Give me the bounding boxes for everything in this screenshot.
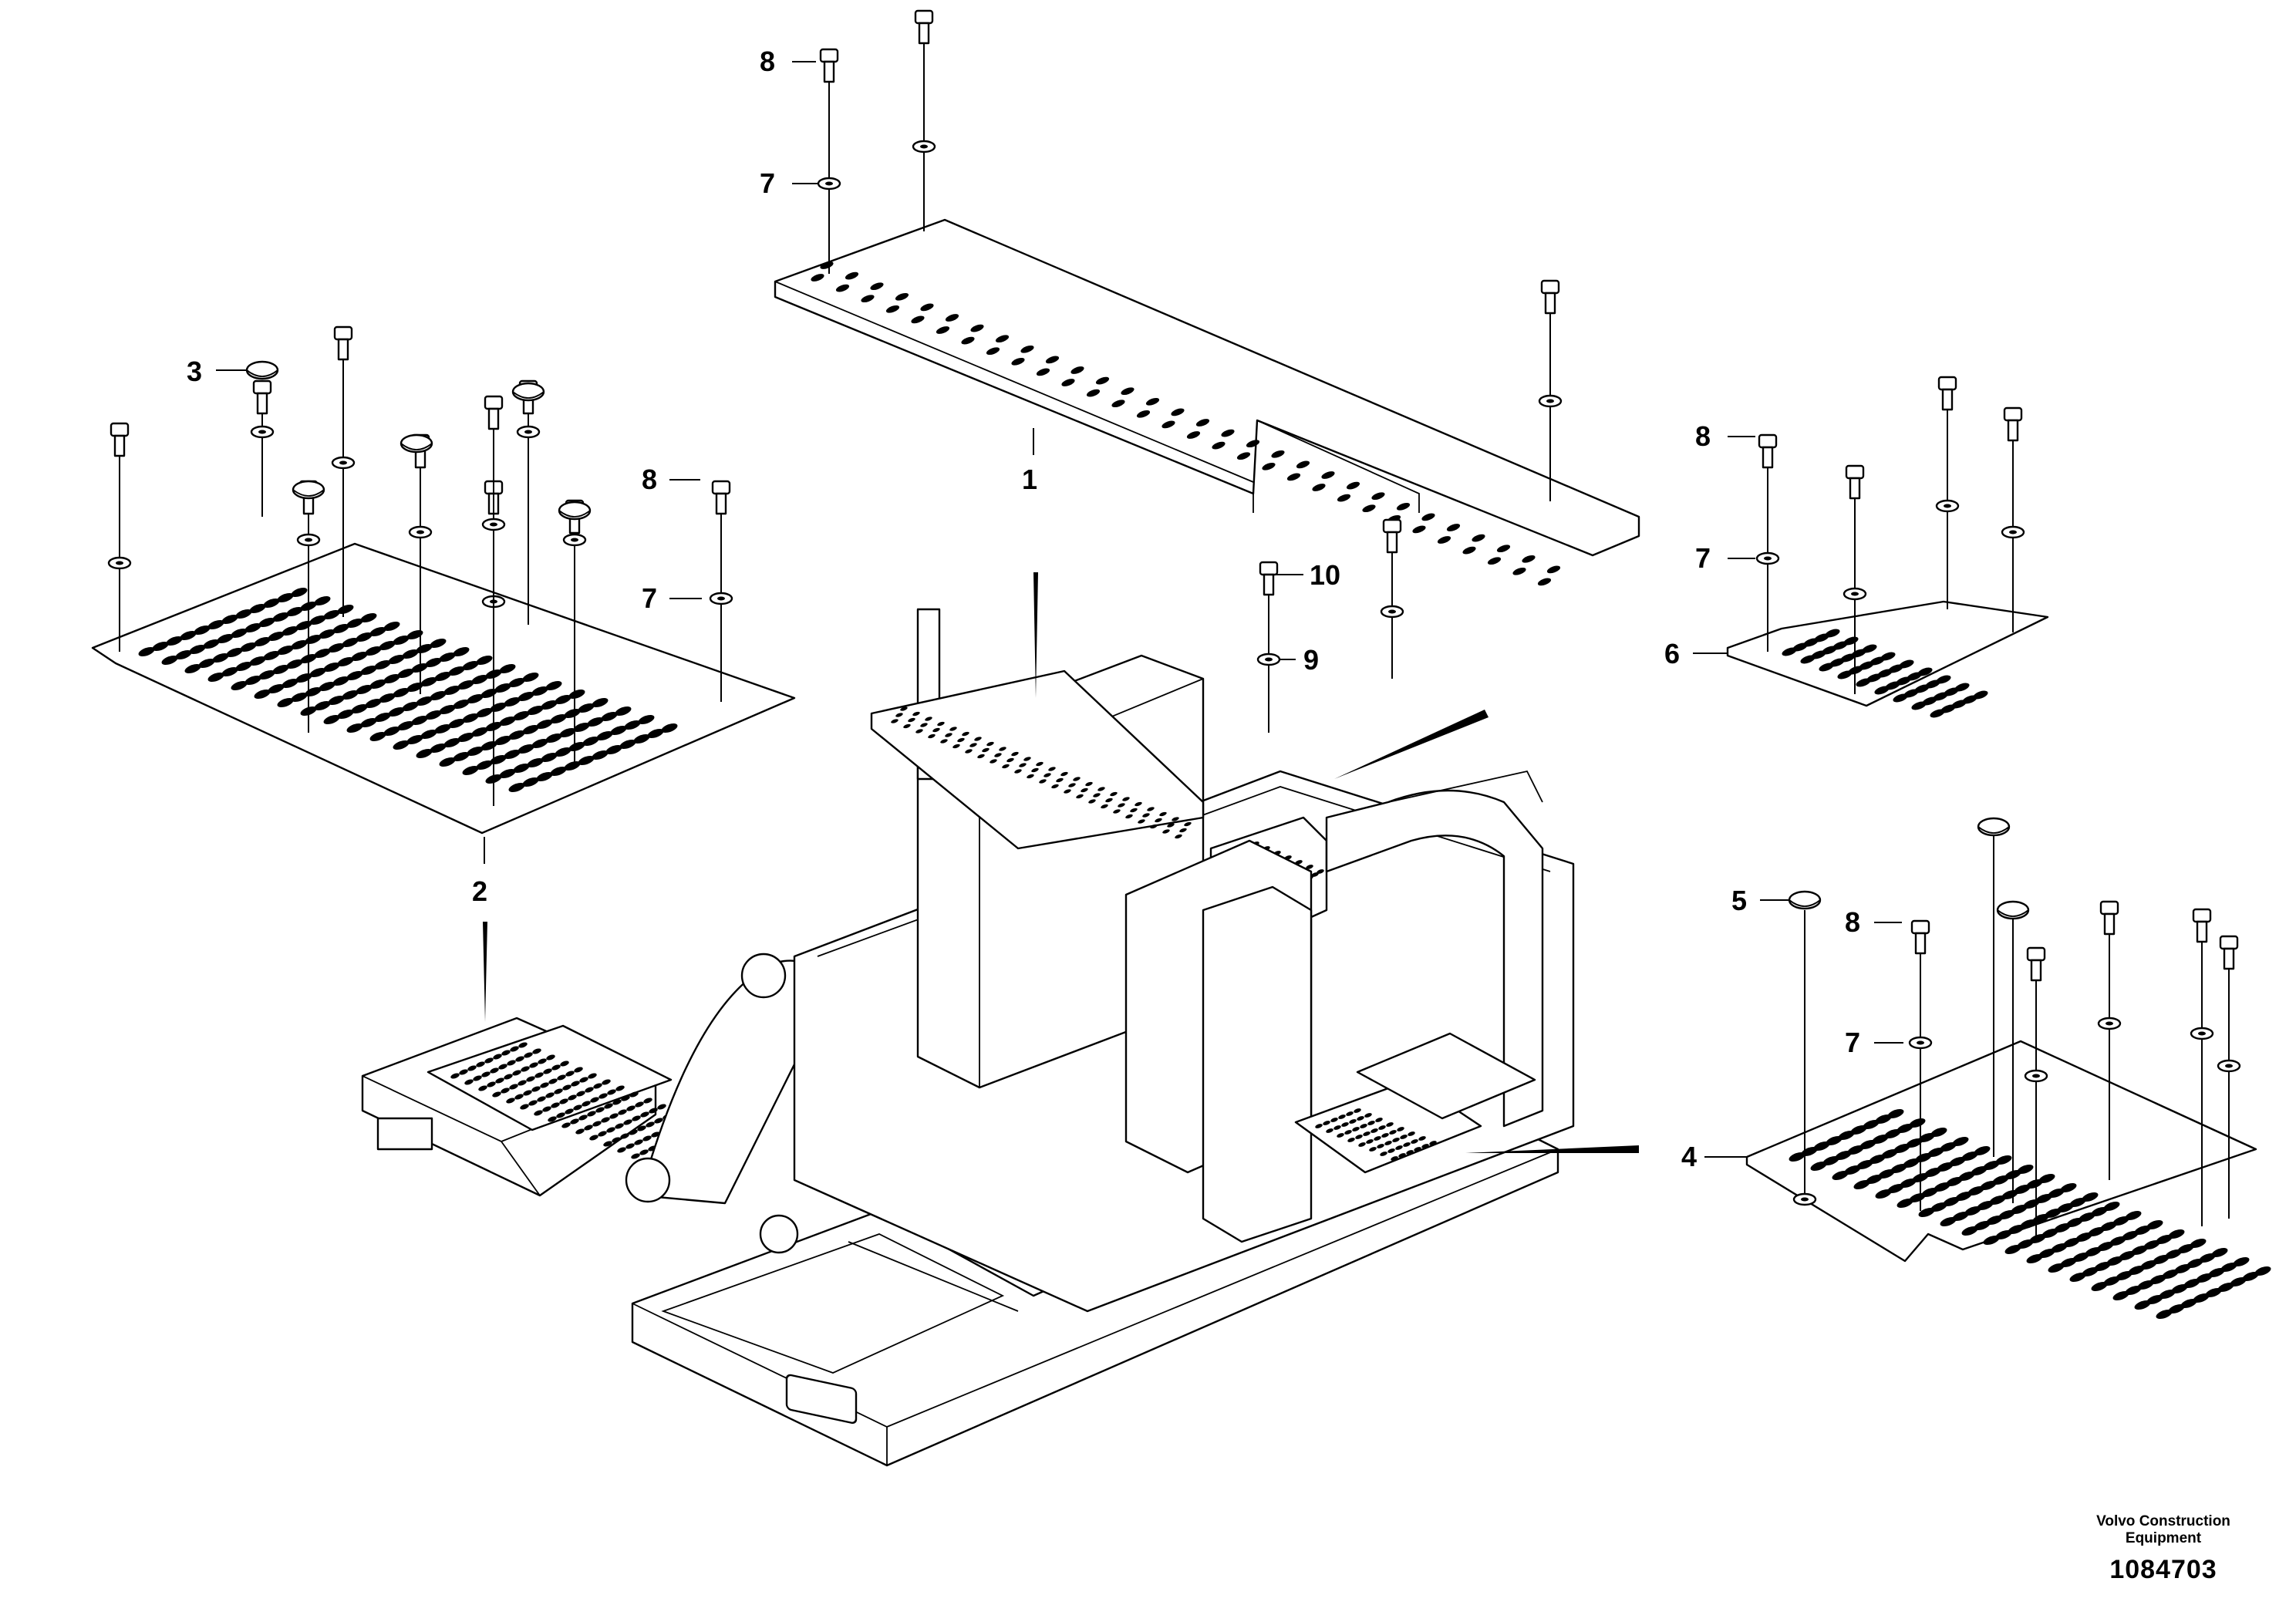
callout-5: 5 [1731, 885, 1747, 916]
callout-7-lower-right: 7 [1845, 1027, 1860, 1058]
callout-3: 3 [187, 356, 202, 387]
callout-8-right: 8 [1695, 420, 1711, 452]
fastener-set [107, 9, 2241, 1242]
callout-8-left: 8 [642, 464, 657, 495]
plate-1-top-step [774, 218, 1640, 586]
callout-9: 9 [1303, 644, 1319, 676]
callout-4: 4 [1681, 1141, 1697, 1172]
callout-7-left: 7 [642, 582, 657, 614]
plate-4-right [1745, 1040, 2271, 1320]
callout-labels: 1 2 3 4 5 6 7 7 7 7 8 8 8 8 9 10 [187, 46, 1860, 1172]
callout-7-top: 7 [760, 167, 775, 199]
brand-line-1: Volvo Construction [2096, 1513, 2230, 1529]
callout-7-right: 7 [1695, 542, 1711, 574]
callout-8-lower-right: 8 [1845, 906, 1860, 938]
footer-block: Volvo Construction Equipment 1084703 [2063, 1513, 2264, 1585]
callout-8-top: 8 [760, 46, 775, 77]
callout-1: 1 [1022, 464, 1037, 495]
upper-frame-assembly [361, 608, 1575, 1467]
leader-lines [216, 61, 1903, 1158]
callout-6: 6 [1664, 638, 1680, 669]
plate-6-small [1726, 600, 2049, 718]
plate-2-left [91, 542, 796, 835]
brand-line-2: Equipment [2125, 1530, 2202, 1546]
callout-2: 2 [472, 875, 487, 907]
part-number: 1084703 [2109, 1555, 2217, 1584]
callout-10: 10 [1310, 559, 1340, 591]
